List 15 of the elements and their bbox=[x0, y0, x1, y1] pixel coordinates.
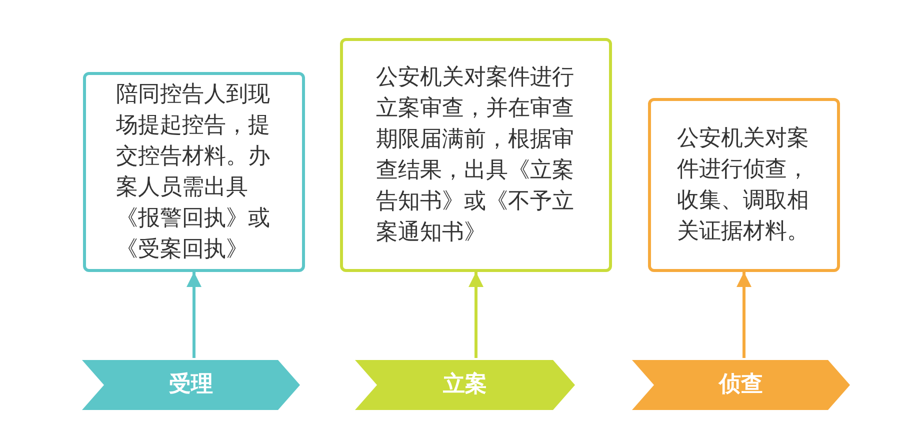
arrow bbox=[186, 272, 202, 358]
description-box bbox=[340, 38, 612, 272]
step-label: 受理 bbox=[168, 371, 214, 399]
description-box bbox=[83, 72, 305, 272]
arrow bbox=[468, 272, 484, 358]
description-box bbox=[648, 98, 840, 272]
step-label: 侦查 bbox=[717, 371, 764, 399]
description-text: 公安机关对案件进行立案审查，并在审查期限届满前，根据审查结果，出具《立案告知书》或《不予立案通知书》 bbox=[376, 64, 575, 247]
step-chevron bbox=[632, 360, 850, 410]
description-text: 陪同控告人到现场提起控告，提交控告材料。办案人员需出具《报警回执》或《受案回执》 bbox=[116, 81, 271, 264]
step-label: 立案 bbox=[442, 370, 488, 399]
step-chevron bbox=[82, 360, 300, 410]
arrow bbox=[736, 272, 752, 358]
description-text: 公安机关对案件进行侦查，收集、调取相关证据材料。 bbox=[677, 125, 810, 246]
step-chevron bbox=[355, 360, 575, 410]
